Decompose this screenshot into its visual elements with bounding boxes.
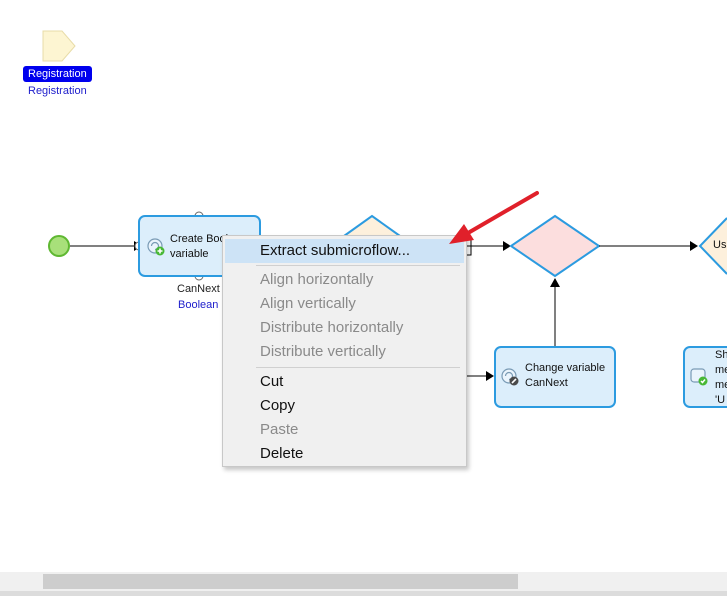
activity-caption-line1: Create Bool	[170, 233, 229, 245]
menu-item-paste[interactable]: Paste	[260, 421, 299, 438]
show-message-activity[interactable]: Sh me me 'U	[683, 346, 727, 408]
decision-partial	[343, 214, 401, 237]
menu-item-cut[interactable]: Cut	[260, 373, 284, 390]
scrollbar-thumb[interactable]	[43, 574, 518, 589]
horizontal-scrollbar[interactable]	[0, 572, 727, 591]
create-variable-icon	[147, 238, 165, 256]
decision-shape[interactable]	[509, 214, 601, 278]
change-variable-activity[interactable]: Change variable CanNext	[494, 346, 616, 408]
activity-caption-line2: variable	[170, 248, 209, 260]
activity-caption-line2: me	[715, 364, 727, 376]
arrowhead	[486, 371, 494, 381]
menu-separator	[256, 367, 460, 368]
red-arrow-icon	[449, 191, 539, 244]
menu-item-extract-submicroflow[interactable]: Extract submicroflow...	[225, 239, 464, 263]
menu-item-align-vertically[interactable]: Align vertically	[260, 295, 356, 312]
variable-type: Boolean	[178, 299, 219, 311]
microflow-canvas[interactable]: Registration Registration Create Bool va…	[0, 0, 727, 572]
activity-caption-line1: Change variable	[525, 362, 606, 374]
parameter-name: Registration	[28, 85, 87, 97]
parameter-icon[interactable]	[42, 30, 76, 62]
menu-item-align-horizontally[interactable]: Align horizontally	[260, 271, 374, 288]
arrowhead	[503, 241, 511, 251]
activity-caption-line2: CanNext	[525, 377, 568, 389]
menu-separator	[256, 265, 460, 266]
menu-item-distribute-vertically[interactable]: Distribute vertically	[260, 343, 386, 360]
activity-caption-line4: 'U	[715, 394, 726, 406]
change-variable-icon	[501, 368, 519, 386]
start-event-icon[interactable]	[48, 235, 70, 257]
action-partial-label: Us	[713, 239, 727, 251]
context-menu: Extract submicroflow... Align horizontal…	[222, 235, 467, 467]
menu-item-delete[interactable]: Delete	[260, 445, 304, 462]
parameter-badge[interactable]: Registration	[23, 66, 92, 82]
menu-item-copy[interactable]: Copy	[260, 397, 296, 414]
activity-caption-line3: me	[715, 379, 727, 391]
arrowhead	[690, 241, 698, 251]
action-partial-border	[698, 217, 727, 275]
flow-lines	[42, 30, 727, 381]
show-message-icon	[690, 368, 708, 386]
arrowhead	[550, 278, 560, 287]
activity-caption-line1: Sh	[715, 349, 727, 361]
menu-item-distribute-horizontally[interactable]: Distribute horizontally	[260, 319, 404, 336]
variable-name: CanNext	[177, 283, 220, 295]
bottom-border	[0, 591, 727, 596]
